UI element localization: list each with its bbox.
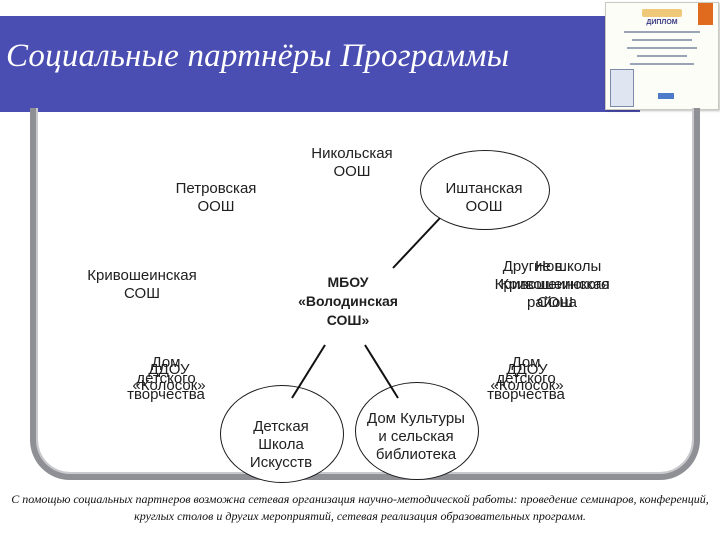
partner-dom-kultury: Дом Культуры и сельская библиотека [367,410,465,463]
ellipse-dshi [220,385,344,483]
partner-dom-tvorchestva-left: Дом детского творчества [127,354,205,403]
ellipse-dom-kultury [355,382,479,480]
content-frame [30,108,700,480]
connector-dshi [291,344,326,399]
title-bar [0,16,640,112]
partner-nikolskaya: Никольская ООШ [311,145,393,180]
connector-dom-kultury [364,344,399,399]
diploma-text-line [630,63,694,65]
center-node: МБОУ «Володинская СОШ» [298,274,398,328]
partner-petrovskaya: Петровская ООШ [175,180,257,215]
partner-ishtanskaya: Иштанская ООШ [445,180,523,215]
diploma-badge [698,3,713,25]
partner-krivosheinskaya: Кривошеинская СОШ [87,267,197,302]
connector-ishtanskaya [392,217,441,269]
ellipse-ishtanskaya [420,150,550,230]
content-frame-inner [36,108,694,474]
diploma-text-line [627,47,697,49]
partner-dshi: Детская Школа Искусств [249,418,313,471]
page-title: Социальные партнёры Программы [6,38,510,74]
diploma-image: ДИПЛОМ [605,2,719,110]
caption: С помощью социальных партнеров возможна … [11,492,709,523]
diploma-text-line [624,31,700,33]
diploma-title: ДИПЛОМ [646,19,678,26]
ruler-icon [610,69,634,107]
partner-dou-left: ДДОУ «Колосок» [132,361,206,394]
partner-dom-tvorchestva-right: Дом детского творчества [487,354,565,403]
partner-novaya-school: Нов... Кривошеинская СОШ [500,258,610,311]
diploma-text-line [637,55,687,57]
partner-dou-right: ДДОУ «Колосок» [490,361,564,394]
diploma-text-line [632,39,692,41]
diploma-stamp [658,93,674,99]
partner-drugie-shkoly: Другие школы Кривошеинского района [494,258,610,311]
diploma-logo [642,9,682,17]
